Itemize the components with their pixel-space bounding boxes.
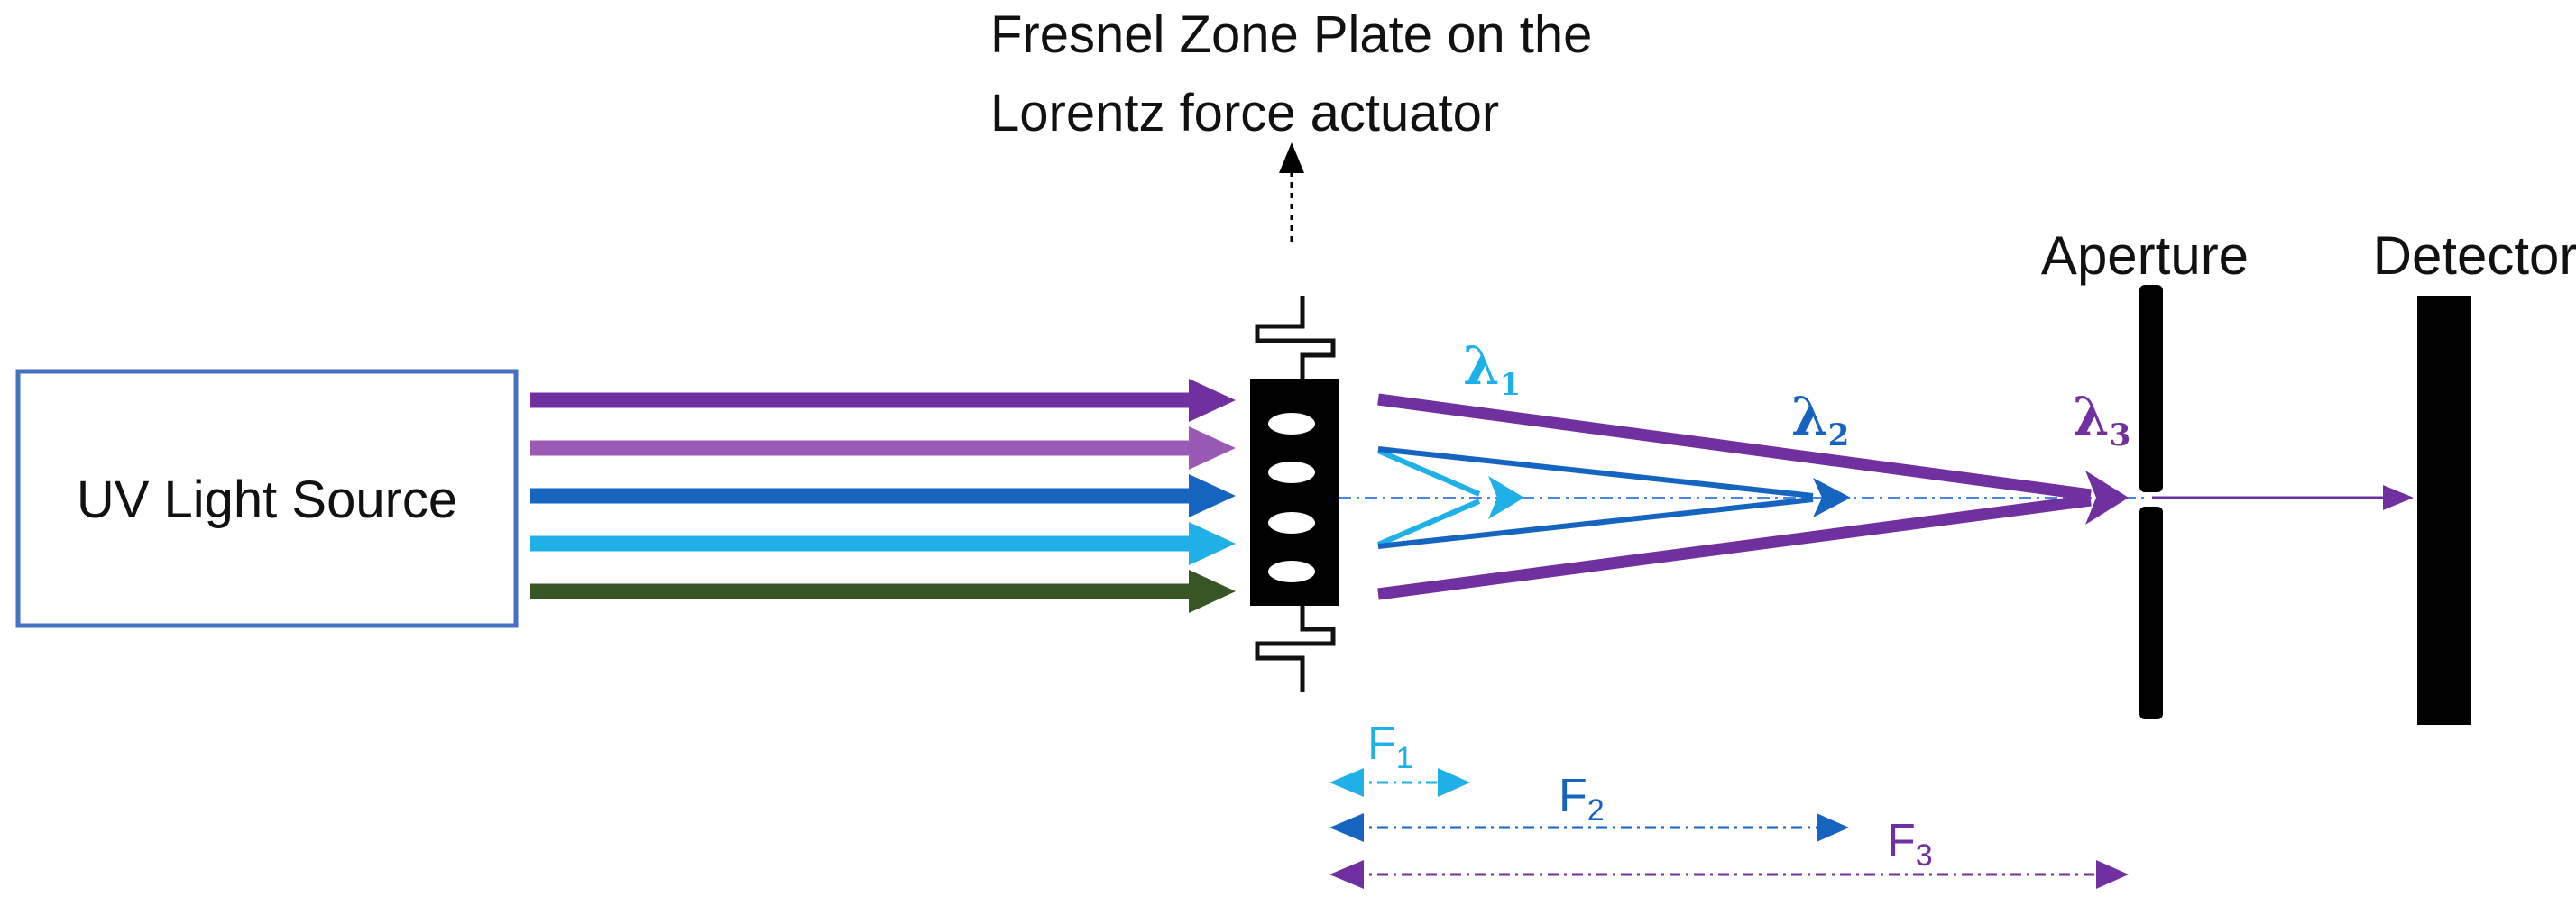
lambda2-ray-upper: [1377, 446, 1814, 499]
fresnel-zone-plate: [1250, 296, 1339, 692]
f1-sub: 1: [1396, 741, 1413, 775]
lambda2-focus-arrowhead: [1813, 478, 1851, 517]
lambda1-sub: 1: [1500, 367, 1522, 403]
lambda1-label: λ1: [1463, 335, 1521, 403]
focal-length-f2: F2: [1329, 770, 1849, 842]
uv-light-source-box: [15, 369, 519, 628]
lambda3-ray-lower: [1377, 494, 2092, 600]
f2-left-arrowhead: [1329, 813, 1364, 842]
lambda3-symbol: λ: [2073, 386, 2110, 447]
aperture-upper-blade: [2139, 285, 2163, 492]
lambda1-ray-upper: [1376, 448, 1481, 497]
beam-2-arrowhead: [1189, 426, 1236, 470]
lower-spring: [1255, 604, 1336, 692]
lambda1-ray-lower: [1376, 499, 1481, 547]
f3-symbol: F: [1887, 815, 1916, 867]
lambda3-label: λ3: [2073, 386, 2130, 453]
lambda2-symbol: λ: [1791, 386, 1828, 447]
beam-1-arrowhead: [1189, 379, 1236, 422]
f2-label: F2: [1559, 770, 1605, 828]
f1-right-arrowhead: [1438, 768, 1470, 797]
f3-sub: 3: [1916, 838, 1933, 873]
lambda1-rays: [1376, 448, 1524, 547]
f2-sub: 2: [1587, 793, 1605, 828]
lambda2-label: λ2: [1791, 386, 1849, 453]
beam-3-arrowhead: [1189, 474, 1236, 517]
f2-right-arrowhead: [1817, 813, 1849, 842]
transmitted-ray-arrowhead: [2383, 485, 2414, 510]
focal-length-f1: F1: [1329, 718, 1470, 797]
lambda3-ray-upper: [1377, 393, 2092, 501]
lambda1-focus-arrowhead: [1488, 476, 1524, 519]
uv-light-source-label: UV Light Source: [77, 471, 457, 529]
lambda2-ray-lower: [1377, 497, 1814, 549]
f1-left-arrowhead: [1329, 768, 1364, 797]
lambda2-sub: 2: [1828, 417, 1850, 453]
zone-plate-hole-3: [1268, 512, 1315, 534]
title-line-1: Fresnel Zone Plate on the: [990, 5, 1592, 64]
f3-left-arrowhead: [1329, 860, 1364, 889]
f3-right-arrowhead: [2096, 860, 2129, 889]
focal-length-f3: F3: [1329, 815, 2129, 889]
beam-4-arrowhead: [1189, 522, 1236, 565]
title-line-2: Lorentz force actuator: [990, 84, 1499, 142]
zone-plate-hole-1: [1268, 413, 1315, 435]
lambda3-rays: [1377, 393, 2129, 600]
f3-label: F3: [1887, 815, 1933, 873]
incoming-beams: [530, 379, 1236, 613]
detector-block: [2417, 296, 2471, 725]
detector-label: Detector: [2373, 225, 2576, 286]
f1-symbol: F: [1367, 718, 1396, 770]
aperture-lower-blade: [2139, 507, 2163, 719]
lambda3-focus-arrowhead: [2085, 471, 2129, 525]
f1-label: F1: [1367, 718, 1413, 775]
lambda3-sub: 3: [2110, 417, 2131, 453]
actuator-motion-arrowhead: [1279, 142, 1304, 173]
zone-plate-hole-2: [1268, 462, 1315, 483]
aperture-label: Aperture: [2041, 225, 2249, 286]
zone-plate-hole-4: [1268, 561, 1315, 582]
upper-spring: [1255, 296, 1336, 379]
lambda1-symbol: λ: [1463, 335, 1500, 397]
beam-5-arrowhead: [1189, 570, 1236, 613]
f2-symbol: F: [1559, 770, 1587, 822]
lambda2-rays: [1377, 446, 1851, 549]
